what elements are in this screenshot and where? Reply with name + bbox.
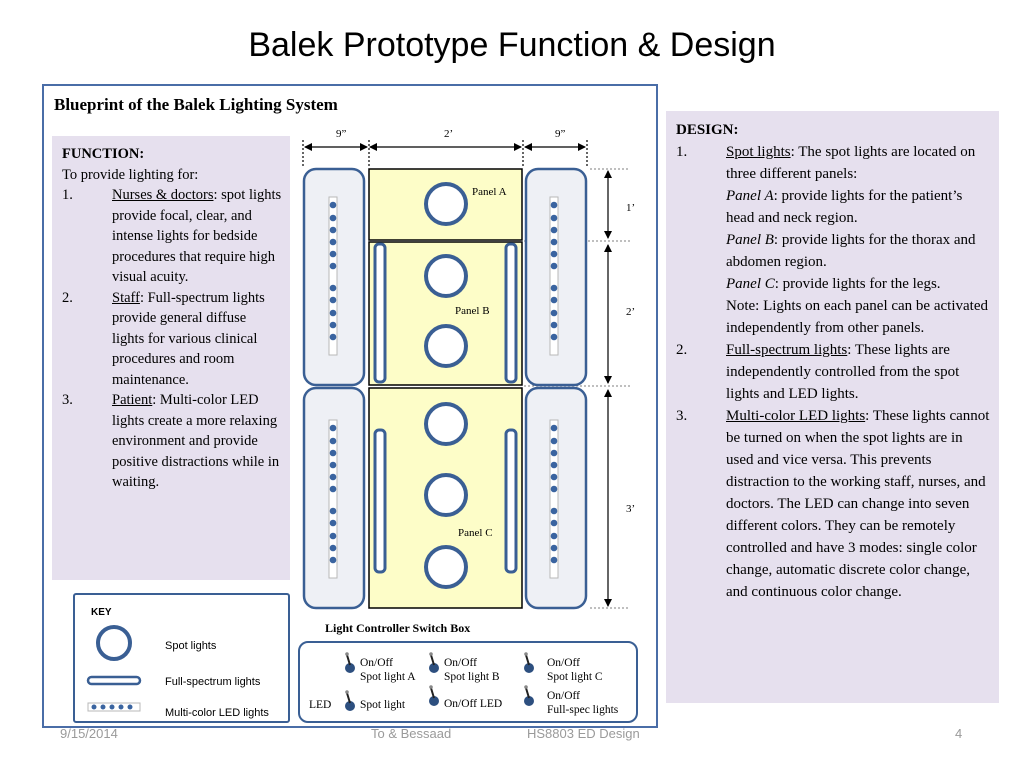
- function-item-num: 3.: [62, 392, 73, 408]
- dim-mid-height: 2’: [626, 306, 636, 318]
- spot-light-icon: [96, 625, 132, 661]
- design-heading: DESIGN:: [676, 122, 739, 138]
- panel-b-term: Panel B: [726, 232, 774, 248]
- toggle-switch-icon: [429, 652, 439, 673]
- led-label: LED: [309, 699, 332, 711]
- function-item-num: 2.: [62, 289, 73, 306]
- switch-spot-b-line2: Spot light B: [444, 671, 500, 683]
- switch-full-spec-line2: Full-spec lights: [547, 704, 619, 716]
- side-panels: [302, 167, 588, 610]
- switch-led[interactable]: On/Off LED: [444, 698, 503, 710]
- function-item-term: Staff: [112, 289, 140, 306]
- function-item-text: : Multi-color LED lights create a more r…: [112, 392, 280, 490]
- width-dimensions: [302, 140, 588, 168]
- toggle-switch-icon: [345, 652, 355, 673]
- key-legend: KEY Spot lights Full-spectrum lights Mul…: [73, 593, 290, 723]
- design-item-num: 1.: [676, 144, 688, 160]
- spot-lights: [424, 182, 468, 589]
- design-panel: DESIGN: 1. Spot lights: The spot lights …: [666, 111, 999, 703]
- design-item-num: 3.: [676, 408, 688, 424]
- led-strip-icon: [87, 702, 141, 712]
- panel-c-text: : provide lights for the legs.: [774, 276, 941, 292]
- panel-a-term: Panel A: [726, 188, 774, 204]
- function-item-term: Nurses & doctors: [112, 187, 214, 203]
- center-panels: [368, 168, 523, 609]
- switch-spot-c-line1: On/Off: [547, 657, 581, 669]
- design-item-text: : The spot lights are located on three d…: [726, 144, 976, 182]
- design-item-term: Full-spectrum lights: [726, 342, 848, 358]
- design-item: 3. Multi-color LED lights: These lights …: [676, 405, 991, 603]
- footer-page-number: 4: [955, 726, 963, 741]
- key-led-label: Multi-color LED lights: [165, 707, 269, 719]
- design-item: 1. Spot lights: The spot lights are loca…: [676, 141, 991, 339]
- key-full-label: Full-spectrum lights: [165, 676, 261, 688]
- switch-spot-c-line2: Spot light C: [547, 671, 603, 683]
- panel-c-label: Panel C: [458, 527, 493, 539]
- slide-title: Balek Prototype Function & Design: [248, 26, 776, 64]
- design-item-num: 2.: [676, 342, 688, 358]
- panel-a-label: Panel A: [472, 186, 507, 198]
- function-item-num: 1.: [62, 187, 73, 203]
- key-symbols: [86, 625, 142, 712]
- design-item-text: : These lights cannot be turned on when …: [726, 408, 990, 600]
- function-intro: To provide lighting for:: [62, 166, 199, 183]
- switch-spot-b[interactable]: On/Off Spot light B: [444, 656, 500, 684]
- toggle-switch-icon: [345, 690, 355, 711]
- switch-led-spot[interactable]: Spot light: [360, 699, 406, 711]
- key-spot-label: Spot lights: [165, 640, 217, 652]
- panel-a-text: : provide lights for the patient’s head …: [726, 188, 963, 226]
- footer-authors: To & Bessaad: [371, 726, 452, 741]
- switch-full-spec[interactable]: On/Off Full-spec lights: [547, 689, 618, 717]
- panel-c-term: Panel C: [726, 276, 775, 292]
- design-item-term: Multi-color LED lights: [726, 408, 866, 424]
- dim-top-height: 1’: [626, 202, 636, 214]
- dim-bottom-height: 3’: [626, 503, 636, 515]
- function-item-text: : Full-spectrum lights provide general d…: [112, 289, 265, 388]
- function-item: 3. Patient: Multi-color LED lights creat…: [62, 390, 282, 493]
- design-item-text: : These lights are independently control…: [726, 342, 960, 402]
- function-item: 1. Nurses & doctors: spot lights provide…: [62, 185, 282, 288]
- switch-spot-a[interactable]: On/Off Spot light A: [360, 656, 416, 684]
- panel-b-text: : provide lights for the thorax and abdo…: [726, 232, 976, 270]
- function-heading: FUNCTION:: [62, 146, 145, 162]
- function-item-term: Patient: [112, 392, 153, 408]
- blueprint-title: Blueprint of the Balek Lighting System: [54, 95, 338, 114]
- footer-course: HS8803 ED Design: [527, 726, 640, 741]
- function-item-text: : spot lights provide focal, clear, and …: [112, 187, 282, 285]
- switch-spot-a-line2: Spot light A: [360, 671, 416, 683]
- dim-center-width: 2’: [444, 128, 454, 140]
- design-note: Note: Lights on each panel can be activa…: [726, 298, 988, 336]
- function-panel: FUNCTION: To provide lighting for: 1. Nu…: [52, 136, 290, 580]
- switch-spot-c[interactable]: On/Off Spot light C: [547, 656, 603, 684]
- full-spectrum-bars: [373, 242, 518, 574]
- switch-spot-b-line1: On/Off: [444, 657, 478, 669]
- panel-b-label: Panel B: [455, 305, 490, 317]
- switch-icons: [345, 652, 534, 711]
- footer-date: 9/15/2014: [60, 726, 118, 741]
- dim-left-width: 9”: [336, 128, 347, 140]
- design-item: 2. Full-spectrum lights: These lights ar…: [676, 339, 991, 405]
- full-spectrum-icon: [86, 675, 142, 686]
- function-item: 2. Staff: Full-spectrum lights provide g…: [62, 288, 282, 391]
- toggle-switch-icon: [429, 685, 439, 706]
- switch-spot-a-line1: On/Off: [360, 657, 394, 669]
- led-strips: [328, 196, 559, 579]
- toggle-switch-icon: [524, 685, 534, 706]
- key-title: KEY: [91, 607, 112, 618]
- toggle-switch-icon: [524, 652, 534, 673]
- switch-box-title: Light Controller Switch Box: [325, 621, 471, 635]
- design-item-term: Spot lights: [726, 144, 791, 160]
- dim-right-width: 9”: [555, 128, 566, 140]
- switch-full-spec-line1: On/Off: [547, 690, 581, 702]
- switch-box: On/Off Spot light A On/Off Spot light B …: [298, 641, 638, 723]
